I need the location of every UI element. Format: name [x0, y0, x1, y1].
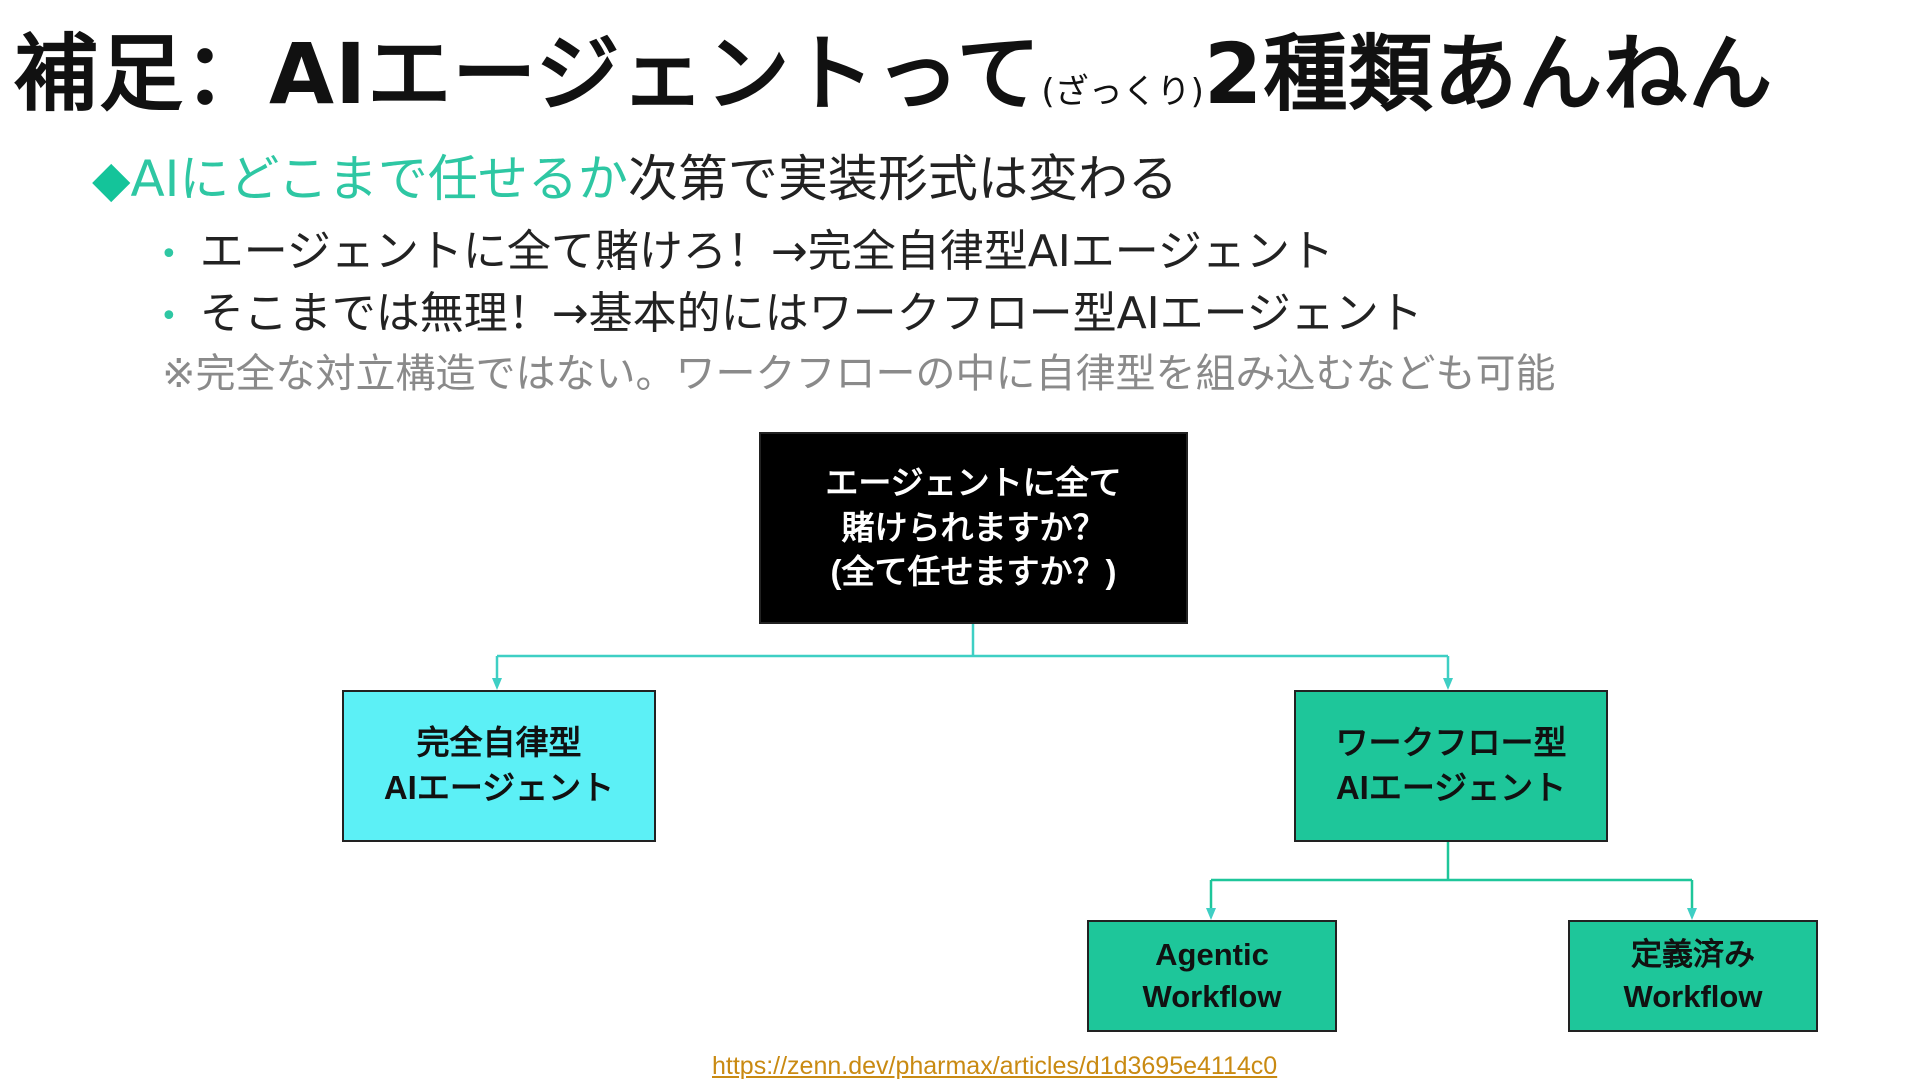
- bullet-dot-icon: •: [160, 236, 178, 272]
- bullet-item-workflow: • そこまでは無理！→基本的にはワークフロー型AIエージェント: [160, 288, 1423, 339]
- title-aside: (ざっくり): [1041, 72, 1204, 112]
- autonomous-line-2: AIエージェント: [383, 769, 615, 806]
- autonomous-line-1: 完全自律型: [416, 724, 582, 762]
- source-link[interactable]: https://zenn.dev/pharmax/articles/d1d369…: [712, 1052, 1278, 1080]
- defined-workflow-box: 定義済み Workflow: [1568, 920, 1818, 1032]
- title-main: 補足：AIエージェントって: [14, 25, 1042, 123]
- question-box: エージェントに全て 賭けられますか？ (全て任せますか？): [759, 432, 1188, 624]
- bullet-dot-icon: •: [160, 298, 178, 334]
- lead-accent: AIにどこまで任せるか: [130, 150, 628, 208]
- title-tail: 2種類あんねん: [1203, 25, 1774, 123]
- agentic-workflow-box: Agentic Workflow: [1087, 920, 1337, 1032]
- slide-note: ※完全な対立構造ではない。ワークフローの中に自律型を組み込むなども可能: [162, 351, 1556, 397]
- agentic-line-2: Workflow: [1142, 979, 1282, 1014]
- question-connector: [492, 624, 1453, 690]
- workflow-line-1: ワークフロー型: [1335, 724, 1567, 762]
- lead-rest: 次第で実装形式は変わる: [627, 150, 1178, 208]
- question-line-3: (全て任せますか？): [830, 553, 1117, 591]
- slide-title: 補足：AIエージェントって(ざっくり)2種類あんねん: [14, 28, 1773, 120]
- defined-line-1: 定義済み: [1631, 937, 1755, 973]
- workflow-line-2: AIエージェント: [1335, 769, 1567, 806]
- defined-line-2: Workflow: [1623, 979, 1763, 1014]
- autonomous-agent-box: 完全自律型 AIエージェント: [342, 690, 656, 842]
- agentic-line-1: Agentic: [1155, 937, 1269, 973]
- lead-point: ◆AIにどこまで任せるか次第で実装形式は変わる: [92, 152, 1178, 207]
- workflow-connector: [1206, 842, 1697, 920]
- bullet-text: そこまでは無理！→基本的にはワークフロー型AIエージェント: [199, 288, 1423, 339]
- question-line-1: エージェントに全て: [825, 464, 1122, 502]
- bullet-item-autonomous: • エージェントに全て賭けろ！→完全自律型AIエージェント: [160, 226, 1334, 277]
- workflow-agent-box: ワークフロー型 AIエージェント: [1294, 690, 1608, 842]
- bullet-text: エージェントに全て賭けろ！→完全自律型AIエージェント: [199, 226, 1334, 277]
- diamond-bullet-icon: ◆: [92, 150, 131, 208]
- question-line-2: 賭けられますか？: [841, 508, 1106, 546]
